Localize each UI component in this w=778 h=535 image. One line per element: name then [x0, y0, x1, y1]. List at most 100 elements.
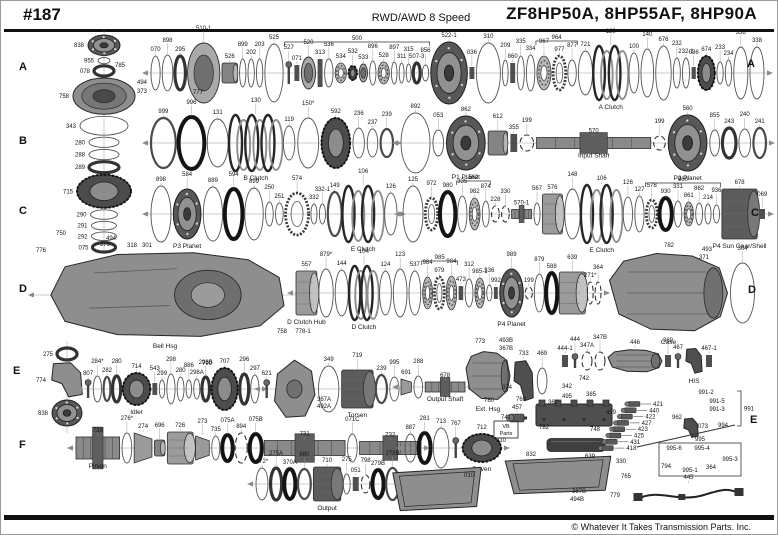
callout-936: 936: [711, 188, 722, 194]
callout-525: 525: [269, 35, 280, 41]
callout-422: 422: [645, 415, 656, 421]
callout-336: 336: [736, 30, 747, 36]
callout-298B: 298B: [199, 360, 213, 366]
callout-713: 713: [436, 419, 447, 425]
float-callout-758: 758: [277, 329, 288, 335]
strip-park-module: [683, 417, 699, 438]
callout-075: 075: [78, 245, 89, 251]
callout-071C: 071C: [345, 417, 360, 423]
group-label: D Clutch: [351, 324, 376, 331]
callout-140: 140: [642, 32, 653, 38]
callout-732: 732: [385, 433, 396, 439]
callout-355: 355: [509, 125, 520, 131]
callout-239: 239: [382, 112, 393, 118]
callout-444-1: 444-1: [557, 346, 573, 352]
callout-209: 209: [500, 43, 511, 49]
callout-239: 239: [376, 366, 387, 372]
callout-332-1: 332-1: [315, 187, 331, 193]
strip-vb-pan: [504, 455, 612, 495]
callout-861: 861: [684, 193, 695, 199]
group-label: Output Shaft: [427, 396, 464, 403]
callout-311: 311: [397, 54, 407, 60]
callout-370A: 370A: [283, 460, 297, 466]
callout-440: 440: [649, 408, 660, 414]
row-letter-left-e: E: [13, 365, 21, 377]
callout-199: 199: [522, 118, 533, 124]
callout-292: 292: [77, 234, 88, 240]
callout-536: 536: [324, 42, 335, 48]
callout-126: 126: [386, 184, 397, 190]
callout-862: 862: [694, 186, 705, 192]
callout-106: 106: [597, 176, 608, 182]
float-callout-301: 301: [142, 243, 153, 249]
callout-202: 202: [246, 50, 257, 56]
callout-431: 431: [630, 440, 641, 446]
callout-299: 299: [157, 371, 168, 377]
callout-984: 984: [446, 259, 457, 265]
float-callout-765: 765: [621, 474, 632, 480]
callout-543: 543: [150, 366, 161, 372]
row-letter-left-b: B: [19, 135, 27, 147]
float-callout-073: 073: [698, 424, 709, 430]
float-callout-492A: 492A: [317, 404, 331, 410]
callout-879*: 879*: [320, 252, 333, 258]
callout-469: 469: [537, 351, 548, 357]
callout-282: 282: [102, 368, 113, 374]
callout-199: 199: [654, 119, 665, 125]
copyright: © Whatever It Takes Transmission Parts. …: [571, 522, 751, 532]
float-callout-995-4: 995-4: [694, 446, 710, 452]
callout-467: 467: [673, 345, 684, 351]
float-callout-318: 318: [127, 243, 138, 249]
row-letter-left-a: A: [19, 61, 27, 73]
strip-vb-filter: [546, 438, 606, 452]
callout-774: 774: [36, 378, 47, 384]
callout-228: 228: [490, 197, 501, 203]
group-label: P2 Planet: [673, 175, 701, 182]
callout-741: 741: [501, 415, 512, 421]
callout-295: 295: [175, 47, 186, 53]
callout-838: 838: [74, 43, 85, 49]
callout-335: 335: [457, 179, 468, 185]
strip-lower-pan: [392, 466, 482, 512]
float-callout-778-1: 778-1: [295, 329, 311, 335]
callout-236: 236: [354, 111, 365, 117]
float-callout-779: 779: [610, 493, 621, 499]
bracket-985: 985: [435, 255, 446, 261]
callout-510-1: 510-1: [196, 26, 212, 32]
callout-427: 427: [642, 421, 653, 427]
strip-bell-housing: Bell Hsg: [28, 252, 302, 350]
bracket-964: 964: [552, 35, 563, 41]
callout-639: 639: [567, 255, 578, 261]
callout-075B: 075B: [249, 417, 263, 423]
callout-421: 421: [653, 402, 664, 408]
callout-862: 862: [461, 107, 472, 113]
vb-box-line2: Parts: [500, 431, 513, 437]
callout-992: 992: [491, 278, 502, 284]
row-letter-right-e: E: [750, 414, 758, 426]
callout-984: 984: [423, 260, 434, 266]
callout-291: 291: [77, 224, 88, 230]
callout-527: 527: [284, 45, 295, 51]
callout-119: 119: [284, 117, 294, 123]
group-label: Ext. Hsg: [476, 406, 501, 413]
callout-798: 798: [361, 458, 372, 464]
callout-955: 955: [84, 59, 95, 65]
callout-332: 332: [309, 195, 320, 201]
callout-214: 214: [703, 195, 714, 201]
callout-674: 674: [701, 47, 712, 53]
callout-130: 130: [251, 98, 262, 104]
callout-296: 296: [239, 357, 250, 363]
bracket-960: 960: [678, 177, 689, 183]
group-label: Driven: [472, 466, 491, 473]
callout-899: 899: [249, 179, 260, 185]
callout-069: 069: [757, 192, 768, 198]
callout-735: 735: [211, 427, 222, 433]
